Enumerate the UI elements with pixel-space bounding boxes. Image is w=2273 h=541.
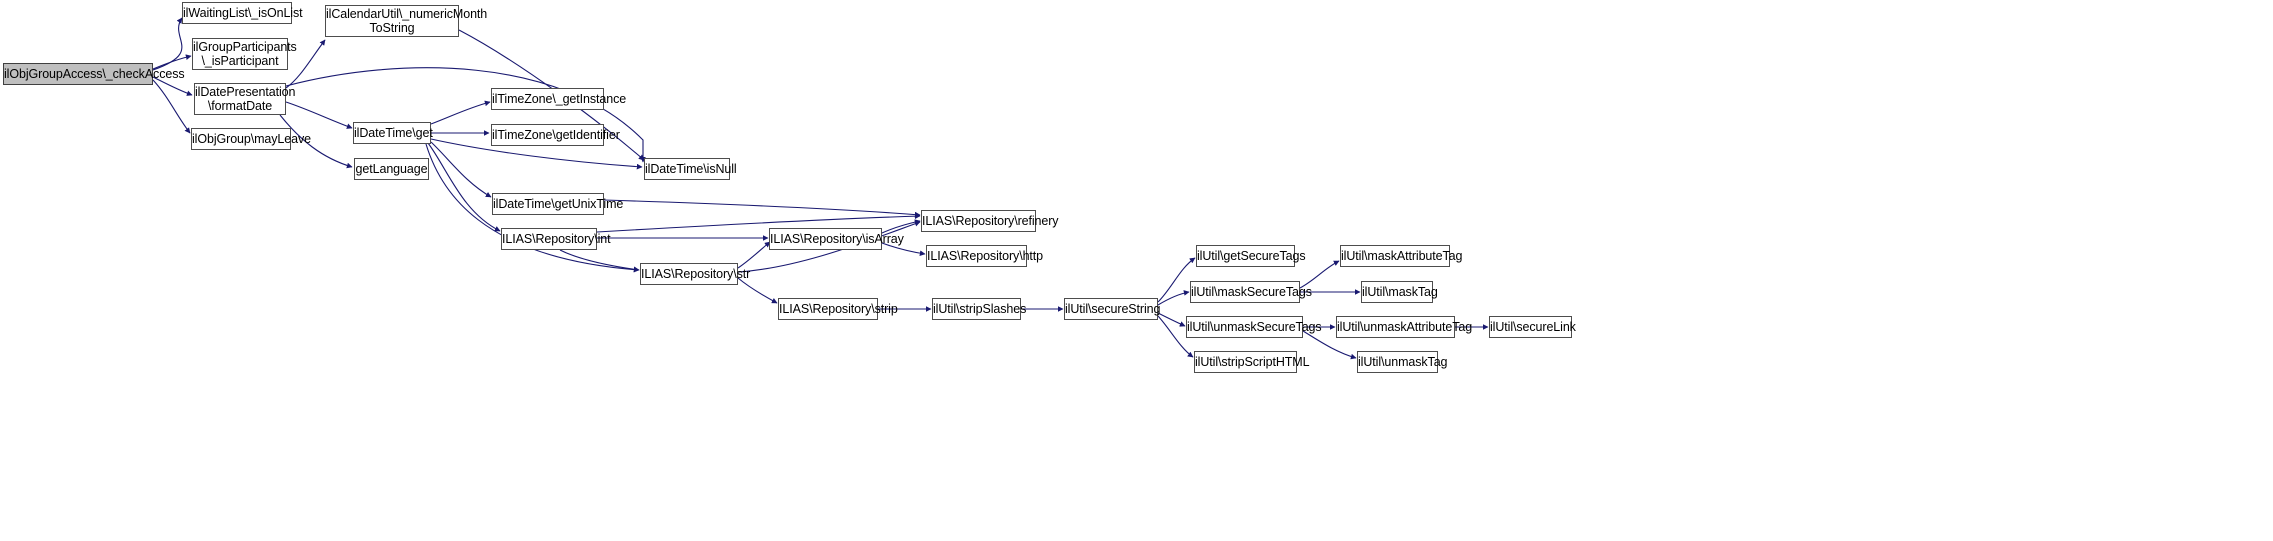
graph-node-n26[interactable]: ilUtil\unmaskAttributeTag (1336, 316, 1473, 338)
call-edge-n6-n8 (430, 100, 491, 125)
graph-node-label: ilUtil\unmaskTag (1358, 355, 1448, 369)
graph-node-label: ilUtil\maskSecureTags (1191, 285, 1312, 299)
graph-node-label: ilUtil\secureString (1065, 302, 1161, 316)
graph-node-n2[interactable]: ilGroupParticipants \_isParticipant (192, 38, 297, 70)
graph-node-n24[interactable]: ilUtil\maskAttributeTag (1340, 245, 1463, 267)
graph-node-label: getLanguage (355, 162, 428, 176)
graph-node-n20[interactable]: ilUtil\getSecureTags (1196, 245, 1306, 267)
graph-node-label: ilTimeZone\_getInstance (492, 92, 627, 106)
graph-node-n12[interactable]: ILIAS\Repository\int (501, 228, 611, 250)
graph-node-n23[interactable]: ilUtil\stripScriptHTML (1194, 351, 1310, 373)
graph-node-n17[interactable]: ILIAS\Repository\http (926, 245, 1044, 267)
graph-node-n0[interactable]: ilObjGroupAccess\_checkAccess (3, 63, 185, 85)
call-edge-n12-n13 (559, 249, 640, 273)
graph-node-n8[interactable]: ilTimeZone\_getInstance (491, 88, 627, 110)
graph-node-label: ilGroupParticipants \_isParticipant (193, 40, 297, 68)
graph-node-n9[interactable]: ilTimeZone\getIdentifier (491, 124, 620, 146)
graph-node-n6[interactable]: ilDateTime\get (353, 122, 433, 144)
graph-node-n5[interactable]: ilCalendarUtil\_numericMonth ToString (325, 5, 488, 37)
call-edge-n19-n22 (1157, 312, 1186, 327)
graph-node-n16[interactable]: ILIAS\Repository\refinery (921, 210, 1059, 232)
call-edge-n3-n6 (285, 101, 353, 129)
call-edge-n19-n21 (1157, 290, 1190, 306)
graph-node-n1[interactable]: ilWaitingList\_isOnList (182, 2, 303, 24)
call-edge-n13-n15 (737, 241, 771, 269)
graph-node-n13[interactable]: ILIAS\Repository\str (640, 263, 751, 285)
graph-node-label: ilDateTime\get (354, 126, 433, 140)
graph-node-label: ILIAS\Repository\isArray (770, 232, 904, 246)
graph-node-n10[interactable]: ilDateTime\isNull (644, 158, 737, 180)
graph-node-n22[interactable]: ilUtil\unmaskSecureTags (1186, 316, 1322, 338)
graph-node-label: ilUtil\stripScriptHTML (1195, 355, 1310, 369)
graph-node-n21[interactable]: ilUtil\maskSecureTags (1190, 281, 1312, 303)
graph-node-n15[interactable]: ILIAS\Repository\isArray (769, 228, 904, 250)
graph-node-label: ilDateTime\getUnixTime (493, 197, 624, 211)
graph-node-label: ilUtil\maskTag (1362, 285, 1438, 299)
call-edge-n13-n14 (737, 277, 778, 304)
graph-node-label: ilObjGroupAccess\_checkAccess (4, 67, 185, 81)
graph-node-label: ILIAS\Repository\strip (779, 302, 898, 316)
graph-node-n7[interactable]: getLanguage (354, 158, 429, 180)
graph-node-label: ilUtil\unmaskAttributeTag (1337, 320, 1473, 334)
graph-node-label: ilUtil\secureLink (1490, 320, 1576, 334)
call-edge-n21-n24 (1299, 260, 1340, 289)
graph-node-label: ilObjGroup\mayLeave (192, 132, 311, 146)
graph-node-label: ILIAS\Repository\refinery (922, 214, 1059, 228)
graph-node-label: ilWaitingList\_isOnList (183, 6, 303, 20)
graph-node-label: ILIAS\Repository\int (502, 232, 611, 246)
graph-node-label: ilUtil\maskAttributeTag (1341, 249, 1463, 263)
graph-node-n19[interactable]: ilUtil\secureString (1064, 298, 1161, 320)
graph-node-label: ilUtil\stripSlashes (933, 302, 1027, 316)
graph-node-label: ILIAS\Repository\http (927, 249, 1044, 263)
call-edge-n0-n4 (152, 79, 191, 134)
graph-node-label: ilDatePresentation \formatDate (195, 85, 296, 113)
call-edge-n3-n10 (285, 67, 646, 163)
graph-node-label: ilUtil\getSecureTags (1197, 249, 1306, 263)
call-edge-n0-n1 (152, 17, 183, 71)
call-edge-n6-n11 (430, 141, 492, 198)
graph-node-label: ILIAS\Repository\str (641, 267, 751, 281)
graph-node-n28[interactable]: ilUtil\secureLink (1489, 316, 1576, 338)
graph-node-n4[interactable]: ilObjGroup\mayLeave (191, 128, 311, 150)
graph-node-n3[interactable]: ilDatePresentation \formatDate (194, 83, 296, 115)
graph-node-n14[interactable]: ILIAS\Repository\strip (778, 298, 898, 320)
graph-node-label: ilTimeZone\getIdentifier (492, 128, 620, 142)
graph-node-n11[interactable]: ilDateTime\getUnixTime (492, 193, 624, 215)
graph-node-n27[interactable]: ilUtil\unmaskTag (1357, 351, 1448, 373)
graph-node-n18[interactable]: ilUtil\stripSlashes (932, 298, 1027, 320)
graph-node-n25[interactable]: ilUtil\maskTag (1361, 281, 1438, 303)
graph-node-label: ilUtil\unmaskSecureTags (1187, 320, 1322, 334)
call-edge-n6-n12 (427, 142, 501, 232)
graph-node-label: ilDateTime\isNull (645, 162, 737, 176)
graph-node-label: ilCalendarUtil\_numericMonth ToString (326, 7, 488, 35)
call-edge-n11-n16 (603, 199, 921, 218)
